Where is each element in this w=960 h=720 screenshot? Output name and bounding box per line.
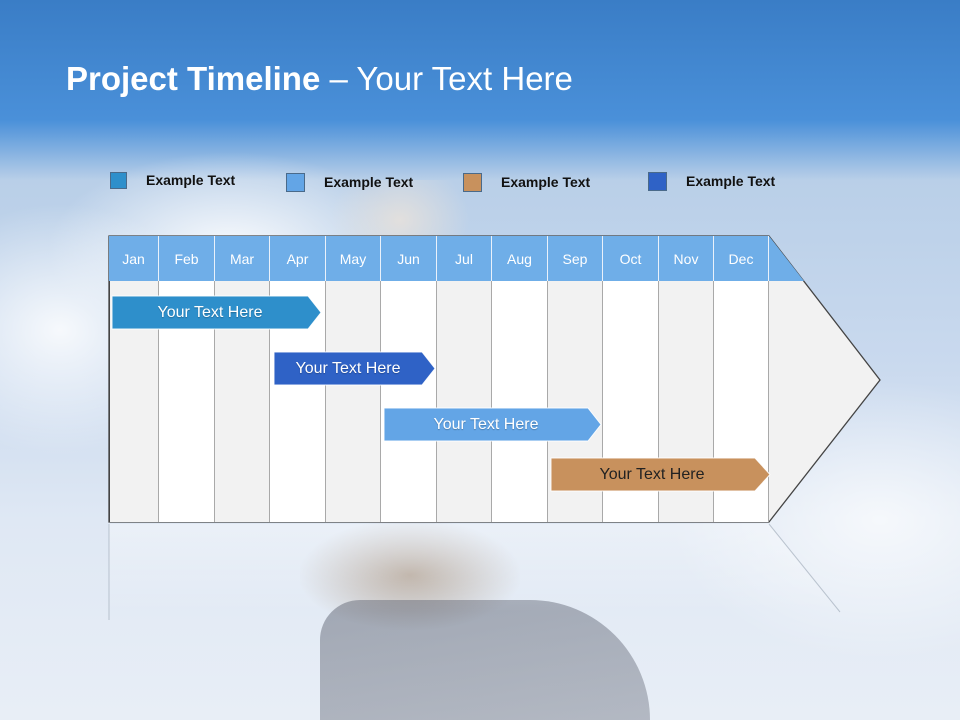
month-header-sep[interactable]: Sep [548,236,603,281]
month-column [492,281,548,522]
month-header-jan[interactable]: Jan [109,236,159,281]
month-header-feb[interactable]: Feb [159,236,215,281]
month-header-apr[interactable]: Apr [270,236,326,281]
month-column [326,281,381,522]
legend-swatch [286,172,305,192]
month-column [437,281,492,522]
task-bar-4[interactable] [550,457,771,492]
month-header-jun[interactable]: Jun [381,236,437,281]
legend-label: Example Text [324,174,414,190]
month-header-jul[interactable]: Jul [437,236,492,281]
photo-person-legs [320,600,650,720]
legend-label: Example Text [686,173,776,189]
month-header-oct[interactable]: Oct [603,236,659,281]
legend-label: Example Text [146,172,236,188]
task-label-1[interactable]: Your Text Here [157,303,263,321]
legend-item-4[interactable]: Example Text [648,171,775,191]
month-header-may[interactable]: May [326,236,381,281]
title-bold: Project Timeline [66,60,321,97]
legend-label: Example Text [501,174,591,190]
task-label-3[interactable]: Your Text Here [433,415,539,433]
month-column [381,281,437,522]
task-label-2[interactable]: Your Text Here [295,359,401,377]
legend-swatch [648,171,667,191]
task-bar-2[interactable] [273,351,436,386]
legend-swatch [110,171,127,189]
legend-item-2[interactable]: Example Text [286,172,413,192]
task-label-4[interactable]: Your Text Here [599,465,705,483]
task-bar-1[interactable] [111,295,322,330]
task-bar-3[interactable] [383,407,602,442]
month-header-aug[interactable]: Aug [492,236,548,281]
legend-item-1[interactable]: Example Text [110,170,235,190]
month-header-nov[interactable]: Nov [659,236,714,281]
legend-swatch [463,172,482,192]
timeline-reflection [109,524,840,612]
month-header-mar[interactable]: Mar [215,236,270,281]
slide-title[interactable]: Project Timeline – Your Text Here [66,60,573,98]
legend-item-3[interactable]: Example Text [463,172,590,192]
month-header-dec[interactable]: Dec [714,236,769,281]
title-rest: – Your Text Here [320,60,573,97]
